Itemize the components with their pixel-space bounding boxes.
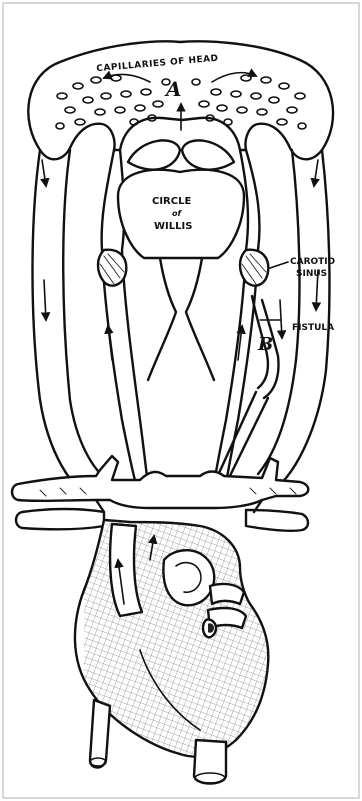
fistula-label: FISTULA <box>292 323 334 333</box>
heart <box>75 520 336 784</box>
circle-label-line2: of <box>172 209 182 218</box>
circle-label-line1: CIRCLE <box>152 196 191 207</box>
circle-of-willis: CIRCLE of WILLIS <box>118 140 244 380</box>
carotid-sinus-label-line1: CAROTID <box>290 257 335 267</box>
capillaries-of-head: CAPILLARIES OF HEAD A <box>28 41 333 186</box>
fistula: B <box>214 296 282 484</box>
point-a-label: A <box>164 77 182 101</box>
point-b-label: B <box>257 334 273 355</box>
circle-label-line3: WILLIS <box>154 221 192 232</box>
carotid-sinus-label-line2: SINUS <box>296 269 327 279</box>
